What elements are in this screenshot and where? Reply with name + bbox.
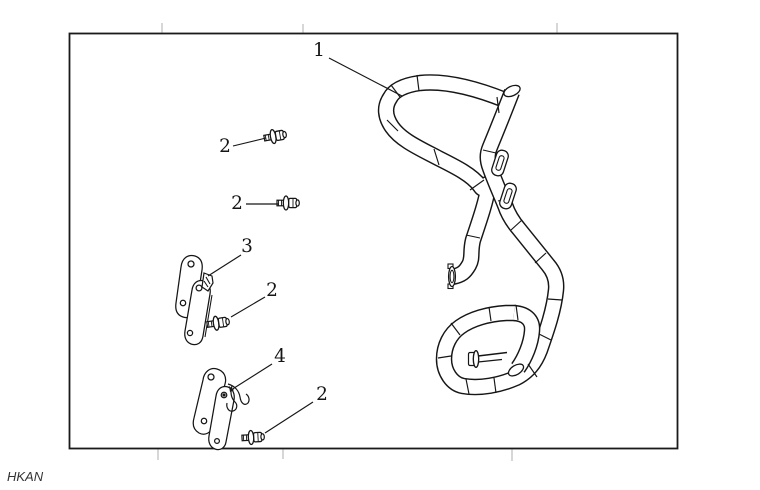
watermark-text: HKAN [7,469,44,484]
callout-label-3: 3 [241,236,253,257]
crash-bar-upper-loop [377,74,509,286]
callout-label-2: 2 [266,280,278,301]
crop-ticks [157,23,558,461]
leader-line-1 [328,57,403,97]
tube-end-cap-bottom [507,363,525,377]
crash-bar-illustration [377,74,565,396]
callout-label-2: 2 [231,193,243,214]
bracket-4-hook-clip [226,383,250,412]
leader-line-2d [264,401,314,434]
leader-line-4 [230,363,273,391]
drawing-border [68,32,679,450]
leader-line-3 [207,254,242,277]
callout-label-1: 1 [313,40,325,61]
bracket-4-illustration [192,367,250,451]
tube-clamp-tabs [491,149,517,210]
flange-bolt-illustration [276,195,300,211]
callout-leader-lines [207,57,403,434]
crash-bar-end-stub [511,304,541,373]
flange-bolt-illustration [241,429,266,446]
leader-line-2c [230,296,266,318]
callout-label-2: 2 [316,384,328,405]
bracket-3-illustration [175,254,214,346]
callout-labels: 1 2 2 3 2 4 2 [219,40,328,405]
mount-flange [447,263,457,290]
callout-label-4: 4 [274,346,286,367]
tube-seam-lines [386,74,563,395]
captured-stud-bolt [467,350,508,368]
callout-label-2: 2 [219,136,231,157]
bracket-3-clip [201,272,214,292]
leader-line-2a [232,137,267,147]
crash-bar-lower-loop [435,89,565,396]
flange-bolt-illustration [205,313,231,333]
tube-end-cap-top [503,84,521,98]
flange-bolt-illustration [262,126,289,146]
